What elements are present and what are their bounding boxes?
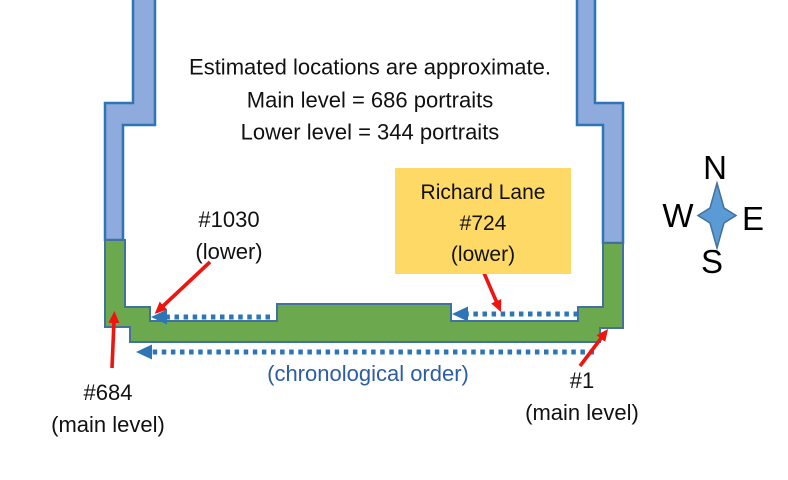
pointer-arrow-684: [108, 311, 120, 369]
compass-north-label: N: [703, 149, 727, 186]
label-1030-level: (lower): [195, 239, 263, 264]
callout-number: #724: [459, 212, 507, 235]
richard-lane-callout: Richard Lane #724 (lower): [395, 168, 571, 274]
callout-name: Richard Lane: [420, 181, 546, 204]
left-wall-shape: [103, 0, 157, 242]
label-684: #684 (main level): [51, 377, 165, 441]
right-wall-shape: [575, 0, 625, 245]
pointer-arrow-1: [578, 329, 609, 368]
arrowhead-lower-right-icon: [452, 306, 468, 322]
label-1: #1 (main level): [525, 365, 639, 429]
chronological-order-label: (chronological order): [267, 361, 469, 386]
label-1030: #1030 (lower): [195, 204, 262, 268]
pointer-arrow-724: [482, 272, 502, 313]
callout-level: (lower): [450, 243, 516, 266]
pointer-arrow-1030: [154, 260, 212, 314]
label-1-level: (main level): [525, 400, 639, 425]
label-1030-number: #1030: [198, 207, 260, 232]
gallery-band-shape: [104, 239, 624, 343]
compass-west-label: W: [662, 197, 694, 234]
label-1-number: #1: [569, 368, 595, 393]
note-block: Estimated locations are approximate. Mai…: [189, 51, 551, 149]
compass-east-label: E: [741, 200, 765, 237]
compass-star-icon: [696, 180, 738, 251]
label-684-level: (main level): [51, 412, 165, 437]
compass-south-label: S: [700, 243, 724, 280]
arrowhead-main-level-icon: [136, 344, 152, 360]
note-line-1: Estimated locations are approximate.: [189, 54, 551, 80]
label-684-number: #684: [83, 380, 133, 405]
note-line-3: Lower level = 344 portraits: [240, 119, 500, 145]
note-line-2: Main level = 686 portraits: [246, 86, 494, 112]
